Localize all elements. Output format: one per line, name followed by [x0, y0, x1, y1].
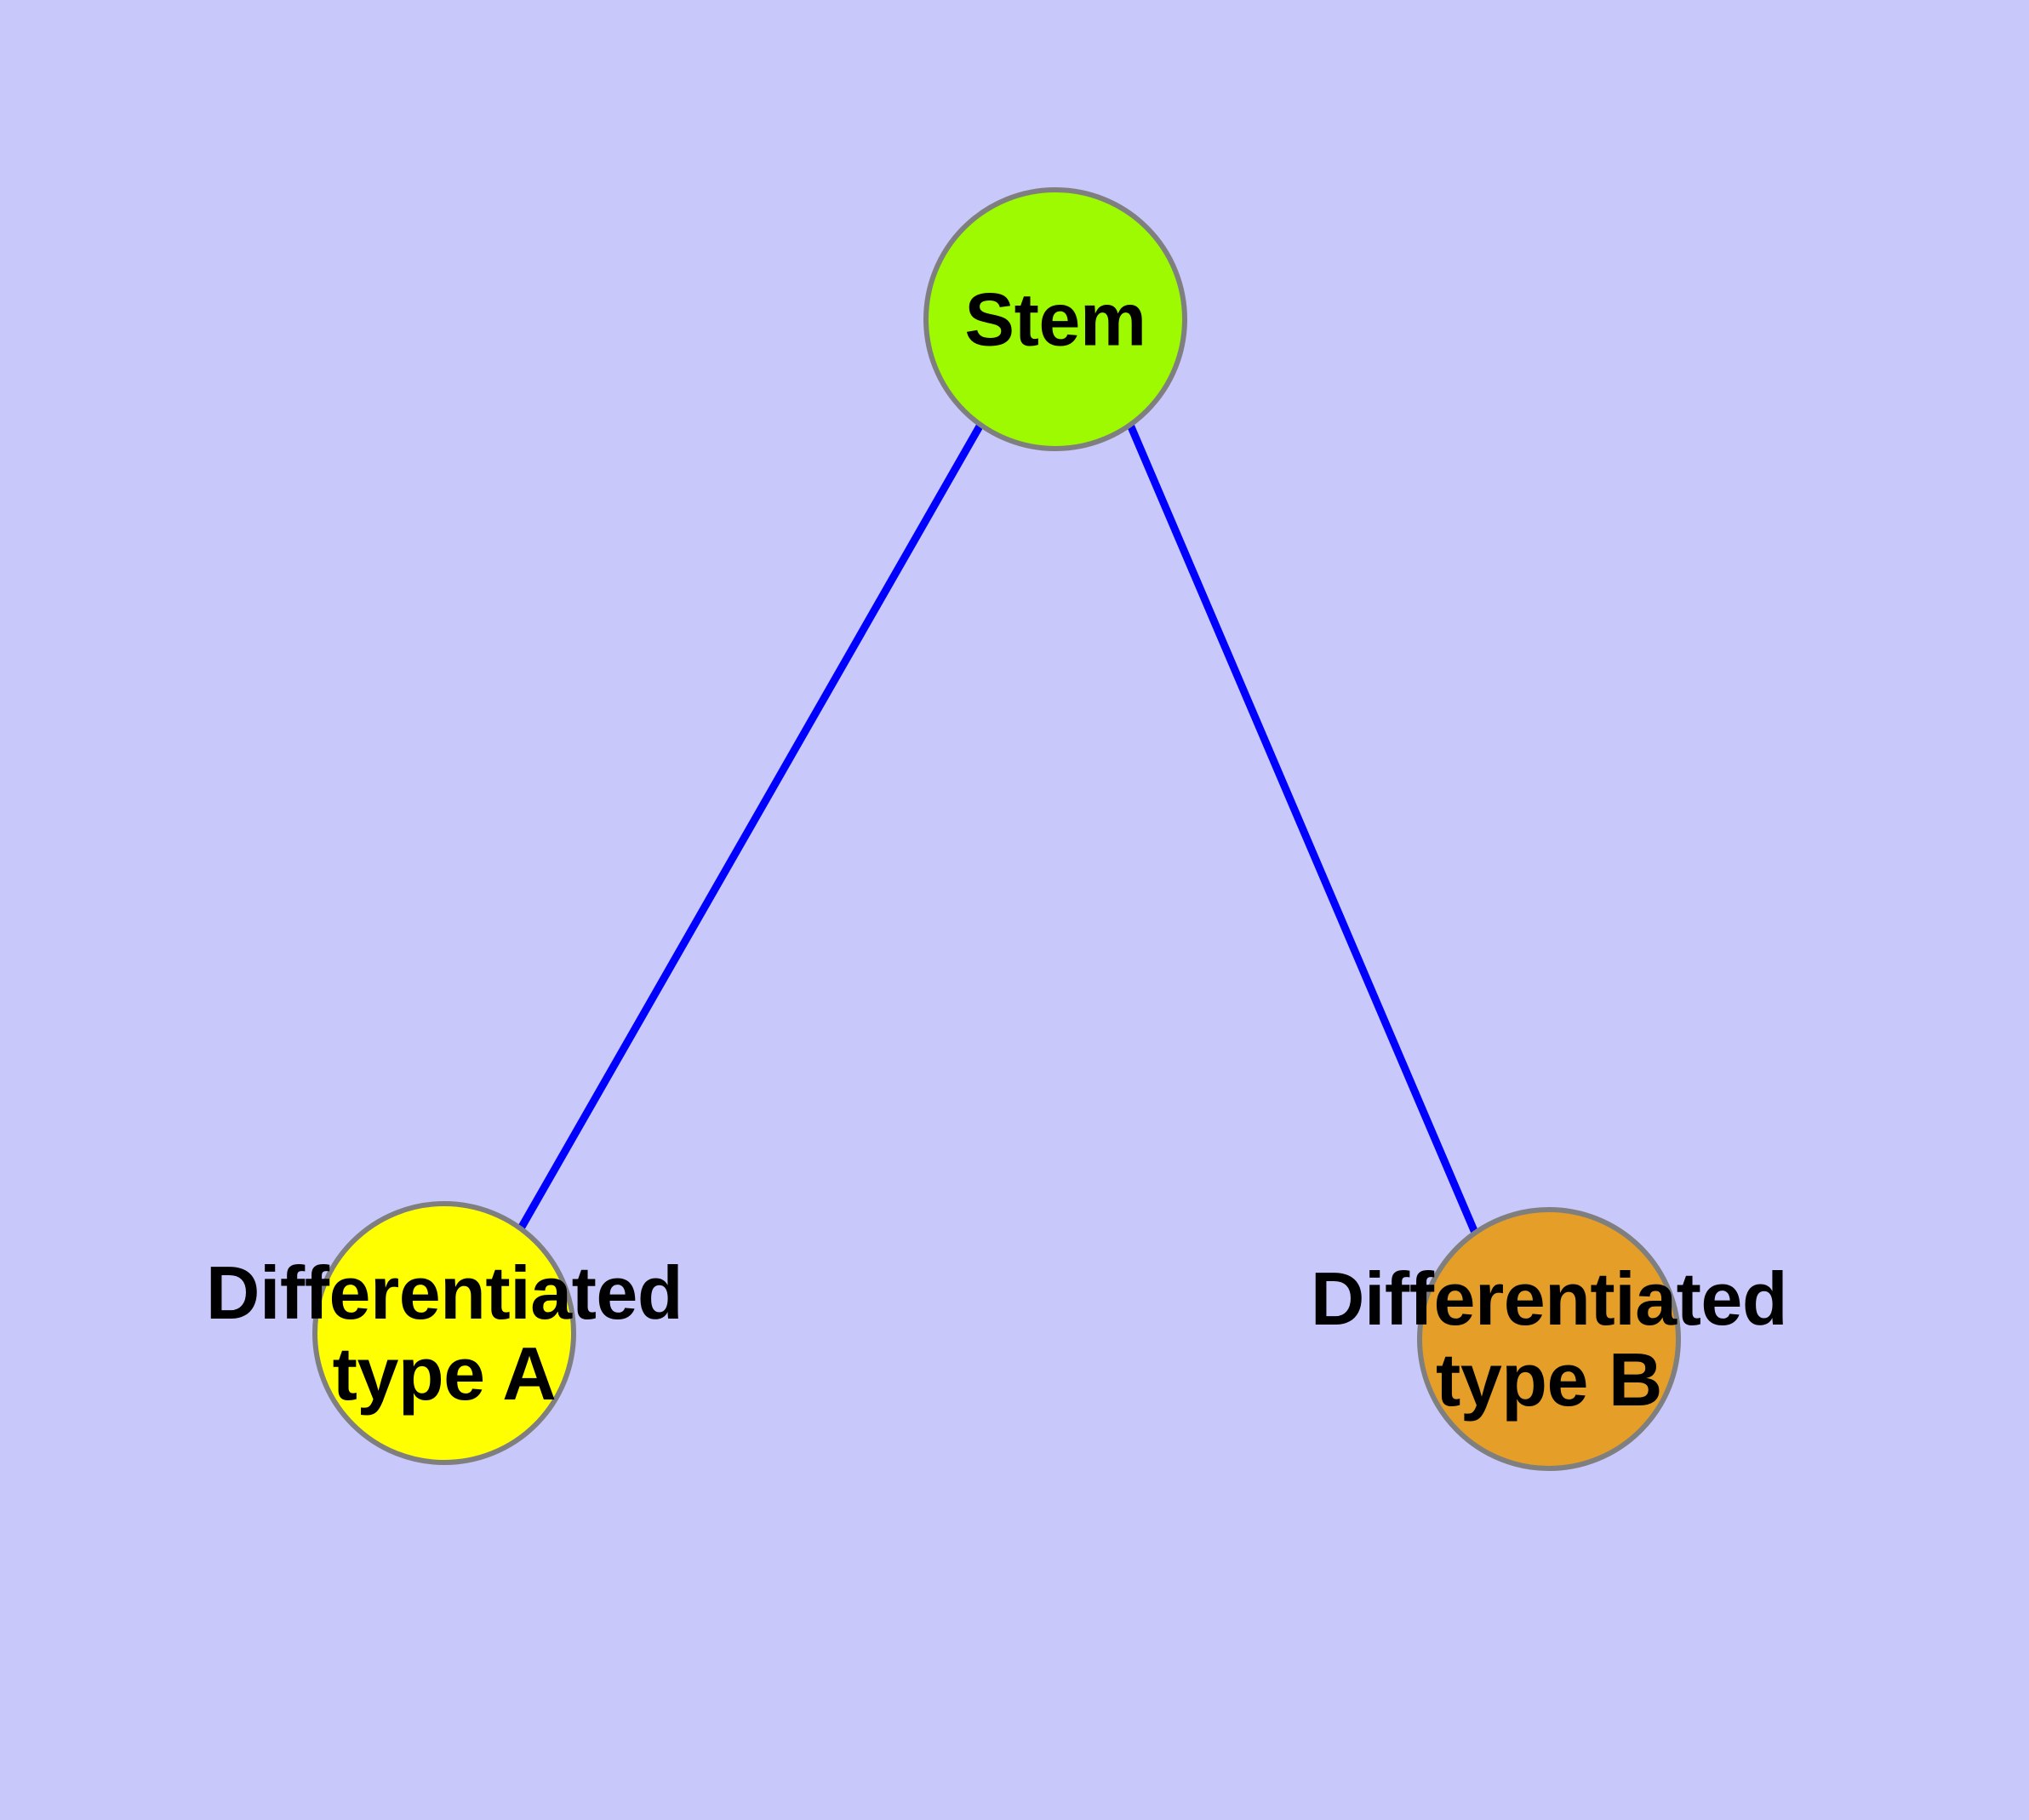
graph-node-diff-a[interactable]: [312, 1201, 576, 1465]
graph-node-diff-b[interactable]: [1417, 1207, 1681, 1471]
graph-node-stem[interactable]: [923, 187, 1187, 451]
edge-layer: [517, 422, 1479, 1234]
node-layer: [312, 187, 1681, 1471]
edge-stem-diff-b: [1126, 423, 1479, 1234]
edge-stem-diff-a: [517, 422, 984, 1231]
